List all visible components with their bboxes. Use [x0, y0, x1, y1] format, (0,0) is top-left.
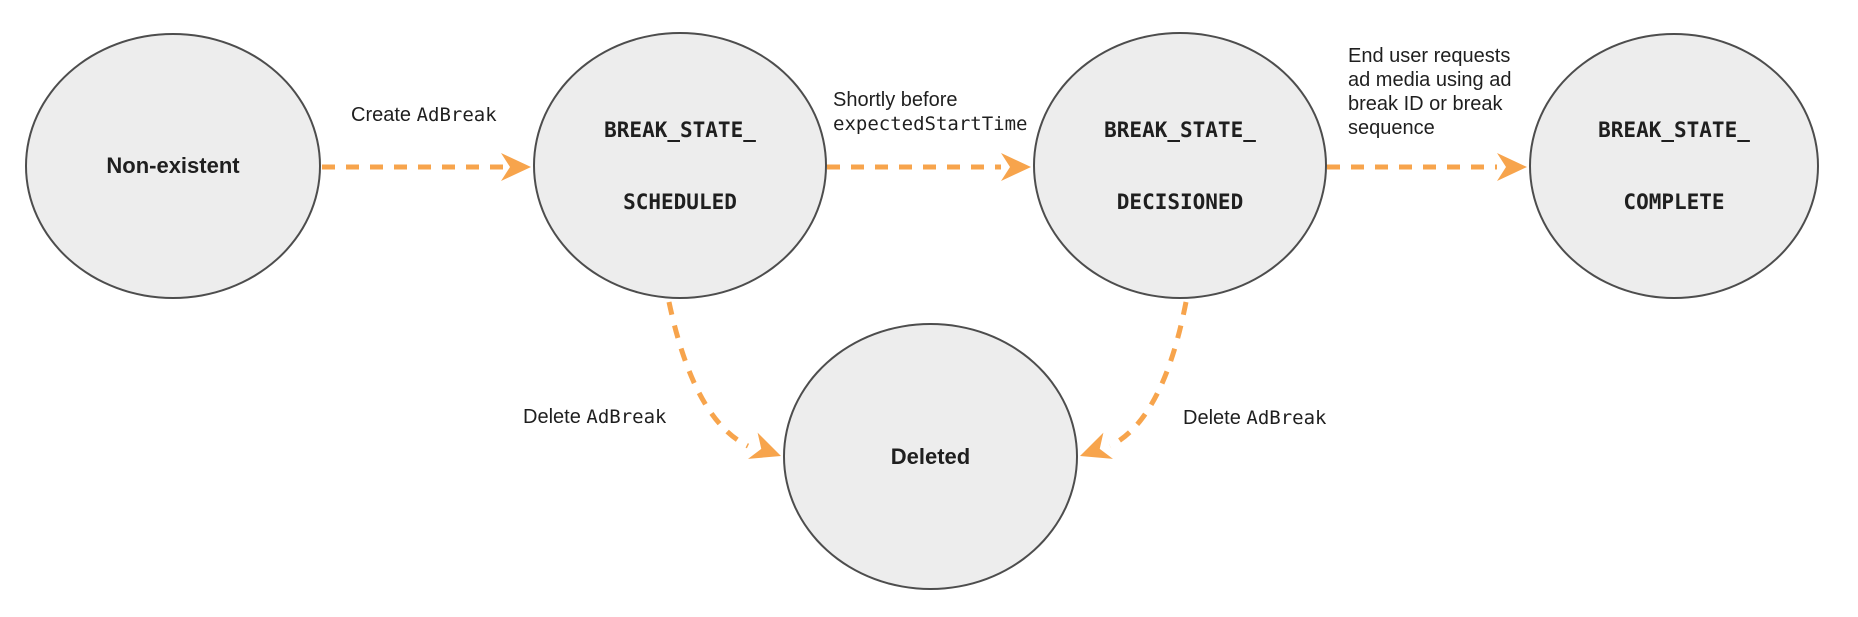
- label-delete-adbreak-right: Delete AdBreak: [1183, 406, 1326, 430]
- arrowhead-icon: [1075, 432, 1113, 470]
- state-break-state-complete: BREAK_STATE_ COMPLETE: [1529, 33, 1819, 299]
- label-delete-adbreak-left: Delete AdBreak: [523, 405, 666, 429]
- label-shortly-before: Shortly before expectedStartTime: [833, 88, 1027, 136]
- state-deleted: Deleted: [783, 323, 1078, 590]
- label-delete-right-code: AdBreak: [1246, 407, 1327, 429]
- arrowhead-icon: [748, 432, 786, 470]
- label-end-user-line3: break ID or break: [1348, 93, 1503, 115]
- state-scheduled-line2: SCHEDULED: [623, 189, 737, 214]
- state-break-state-scheduled: BREAK_STATE_ SCHEDULED: [533, 32, 827, 299]
- state-non-existent: Non-existent: [25, 33, 321, 299]
- label-create-adbreak: Create AdBreak: [351, 103, 497, 127]
- label-end-user-line1: End user requests: [1348, 45, 1511, 67]
- state-complete-line1: BREAK_STATE_: [1598, 118, 1750, 142]
- state-break-state-complete-label: BREAK_STATE_ COMPLETE: [1598, 70, 1750, 262]
- state-break-state-decisioned-label: BREAK_STATE_ DECISIONED: [1104, 70, 1256, 262]
- label-end-user-line4: sequence: [1348, 117, 1435, 139]
- label-shortly-before-text: Shortly before: [833, 89, 958, 111]
- label-create-prefix: Create: [351, 104, 417, 126]
- label-delete-left-prefix: Delete: [523, 406, 587, 428]
- arrowhead-icon: [1497, 153, 1527, 181]
- label-delete-right-prefix: Delete: [1183, 407, 1247, 429]
- state-deleted-label: Deleted: [890, 443, 971, 469]
- state-break-state-decisioned: BREAK_STATE_ DECISIONED: [1033, 32, 1327, 299]
- state-complete-line2: COMPLETE: [1623, 190, 1725, 214]
- label-end-user-line2: ad media using ad: [1348, 69, 1512, 91]
- label-delete-left-code: AdBreak: [586, 406, 667, 428]
- state-non-existent-label: Non-existent: [106, 153, 240, 178]
- arrowhead-icon: [501, 153, 531, 181]
- label-expected-start-time-code: expectedStartTime: [833, 113, 1028, 135]
- state-decisioned-line1: BREAK_STATE_: [1104, 117, 1256, 142]
- state-decisioned-line2: DECISIONED: [1116, 189, 1244, 214]
- label-create-code: AdBreak: [416, 104, 497, 126]
- state-scheduled-line1: BREAK_STATE_: [604, 117, 756, 142]
- arrowhead-icon: [1001, 153, 1031, 181]
- arrow-delete-from-scheduled: [666, 301, 750, 449]
- state-break-state-scheduled-label: BREAK_STATE_ SCHEDULED: [604, 70, 756, 262]
- label-end-user-requests: End user requests ad media using ad brea…: [1348, 44, 1533, 140]
- arrow-delete-from-decisioned: [1108, 301, 1189, 449]
